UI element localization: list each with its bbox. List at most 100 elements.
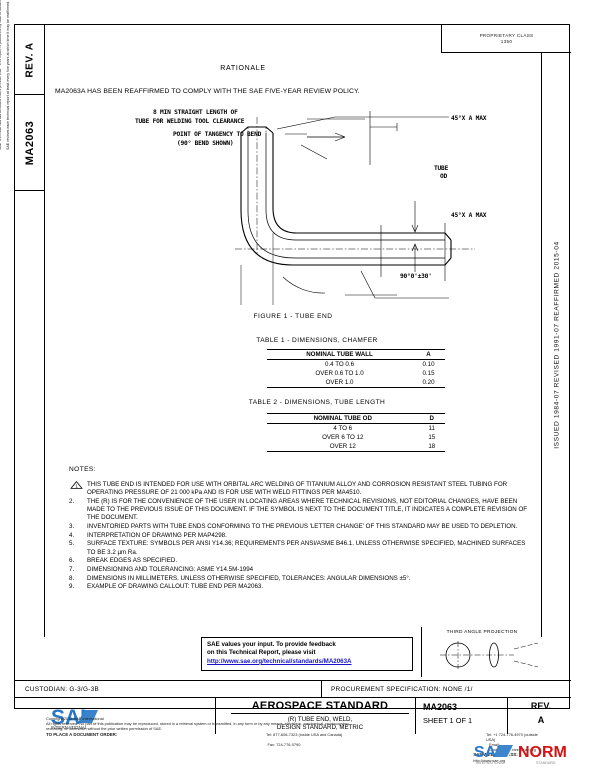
sae-logo: SAE INTERNATIONAL	[43, 704, 173, 730]
left-legend-strip: SAE Technical Standards Board Rules prov…	[0, 0, 14, 776]
table2-header-row: NOMINAL TUBE OD D	[267, 413, 445, 424]
custodian-divider	[321, 681, 322, 697]
footer-email: Email: CustomerService@sae.org	[489, 742, 536, 753]
note-text-1: THIS TUBE END IS INTENDED FOR USE WITH O…	[87, 481, 508, 497]
note-marker-3: 3.	[69, 523, 75, 531]
figure-caption: FIGURE 1 - TUBE END	[253, 313, 333, 320]
footer-tel-2: Tel: +1 724-776-4970 (outside USA)	[486, 731, 538, 742]
figure-annotation-7: OD	[440, 173, 448, 180]
title-subtitle-line-2: DESIGN STANDARD, METRIC	[276, 724, 364, 731]
revision-box-value: A	[24, 41, 36, 50]
sae-logo-icon: SAE INTERNATIONAL	[51, 706, 99, 730]
svg-text:NORM: NORM	[518, 744, 567, 761]
figure-annotation-2: TUBE FOR WELDING TOOL CLEARANCE	[135, 117, 245, 125]
sae-norm-icon: SAE NORM INTERNATIONAL STANDARD	[474, 744, 567, 765]
table2-r0c0: 4 TO 6	[333, 425, 353, 432]
footer-fax: Fax: 724-776-0790	[267, 742, 301, 748]
table1-r2c0: OVER 1.0	[267, 378, 413, 388]
footer-rights: All rights reserved. No part of this pub…	[46, 721, 350, 727]
issue-date-strip: ISSUED 1984-07 REVISED 1991-07 REAFFIRME…	[541, 53, 571, 637]
footer-copyright: Copyright 2015 SAE International	[46, 716, 104, 721]
note-text-8: DIMENSIONS IN MILLIMETERS. UNLESS OTHERW…	[87, 574, 411, 582]
note-text-9: EXAMPLE OF DRAWING CALLOUT: TUBE END PER…	[87, 583, 264, 591]
sae-norm-watermark: SAE NORM INTERNATIONAL STANDARD	[474, 740, 594, 768]
table1-r0c1: 0.10	[422, 361, 435, 368]
list-item: 9. EXAMPLE OF DRAWING CALLOUT: TUBE END …	[69, 583, 531, 591]
title-block-divider-1	[215, 698, 216, 734]
svg-text:INTERNATIONAL: INTERNATIONAL	[476, 761, 505, 765]
table-row: 4 TO 6 11	[267, 424, 445, 434]
tube-end-drawing	[235, 111, 475, 305]
note-text-7: DIMENSIONING AND TOLERANCING: ASME Y14.5…	[87, 566, 254, 574]
title-block-divider-2	[415, 698, 416, 734]
table1-title: TABLE 1 - DIMENSIONS, CHAMFER	[256, 337, 378, 344]
table1-r0c0: 0.4 TO 0.6	[325, 361, 355, 368]
figure-annotation-9: 90°0'±30'	[400, 273, 432, 280]
figure-annotation-6: TUBE	[434, 165, 449, 172]
table-row: OVER 6 TO 12 15	[267, 433, 445, 442]
footer: Copyright 2015 SAE International All rig…	[46, 716, 546, 763]
table2-title: TABLE 2 - DIMENSIONS, TUBE LENGTH	[248, 399, 386, 406]
table1-r1c1: 0.15	[422, 370, 435, 377]
figure-annotation-5: 45°X A MAX	[451, 115, 487, 122]
figure-annotation-3: POINT OF TANGENCY TO BEND	[173, 131, 262, 138]
svg-text:STANDARD: STANDARD	[536, 761, 556, 765]
procurement-spec-label: PROCUREMENT SPECIFICATION: NONE /1/	[331, 685, 473, 693]
note-text-4: INTERPRETATION OF DRAWING PER MAP4298.	[87, 531, 227, 539]
title-subtitle: (R) TUBE END, WELD, DESIGN STANDARD, MET…	[225, 716, 415, 732]
triangle-icon: 1	[70, 480, 83, 489]
table2-r1c1: 15	[428, 434, 436, 441]
third-angle-projection-symbol	[440, 641, 539, 669]
footer-rights-2: recording, or otherwise, without the pri…	[46, 726, 163, 732]
figure-annotation-4: (90° BEND SHOWN)	[177, 139, 234, 147]
table-row: OVER 0.6 TO 1.0 0.15	[267, 369, 445, 378]
table1-header-row: NOMINAL TUBE WALL A	[267, 349, 445, 360]
note-marker-7: 7.	[69, 566, 75, 574]
list-item: 1 THIS TUBE END IS INTENDED FOR USE WITH…	[69, 480, 531, 497]
note-text-2: THE (R) IS FOR THE CONVENIENCE OF THE US…	[87, 497, 528, 522]
title-block-rev-label: REV.	[530, 701, 552, 711]
feedback-link[interactable]: http://www.sae.org/technical/standards/M…	[207, 657, 352, 665]
third-angle-projection-title: THIRD ANGLE PROJECTION	[446, 630, 518, 635]
table2-r2c0: OVER 12	[267, 442, 419, 452]
title-block-divider-3	[507, 698, 508, 734]
title-block-sheet: SHEET 1 OF 1	[423, 716, 473, 725]
table1-dimensions-chamfer: NOMINAL TUBE WALL A 0.4 TO 0.6 0.10 OVER…	[267, 349, 445, 388]
svg-text:INTERNATIONAL: INTERNATIONAL	[51, 725, 88, 730]
notes-heading: NOTES:	[69, 466, 96, 473]
title-block-doc-number: MA2063	[423, 702, 458, 712]
figure-annotation-8: 45°X A MAX	[451, 212, 487, 219]
custodian-row: CUSTODIAN: G-3/G-3B PROCUREMENT SPECIFIC…	[15, 680, 571, 698]
table2-r2c1: 18	[418, 442, 445, 452]
notes-list: 1 THIS TUBE END IS INTENDED FOR USE WITH…	[69, 480, 531, 592]
proprietary-class-line1: PROPRIETARY CLASS	[479, 32, 534, 38]
note-marker-6: 6.	[69, 557, 75, 565]
page-title: AEROSPACE STANDARD	[251, 700, 389, 712]
note-marker-triangle-1: 1	[70, 480, 85, 492]
note-text-5: SURFACE TEXTURE: SYMBOLS PER ANSI Y14.36…	[87, 540, 526, 556]
title-block: SAE INTERNATIONAL AEROSPACE STANDARD (R)…	[15, 698, 571, 734]
custodian-label: CUSTODIAN: G-3/G-3B	[25, 685, 100, 693]
drawing-frame: REV. A MA2063 PROPRIETARY CLASS 1350 ISS…	[14, 24, 571, 734]
note-text-6: BREAK EDGES AS SPECIFIED.	[87, 557, 178, 565]
rationale-body: MA2063A HAS BEEN REAFFIRMED TO COMPLY WI…	[55, 88, 360, 95]
note-marker-9: 9.	[69, 583, 75, 591]
footer-contact-row-2: Fax: 724-776-0790 Email: CustomerService…	[46, 742, 546, 752]
note-marker-8: 8.	[69, 574, 75, 582]
figure-annotation-1: 8 MIN STRAIGHT LENGTH OF	[153, 109, 238, 116]
table-row: OVER 1.0 0.20	[267, 378, 445, 388]
figure-tube-end: 8 MIN STRAIGHT LENGTH OF TUBE FOR WELDIN…	[45, 105, 541, 320]
table2-col-0: NOMINAL TUBE OD	[267, 413, 419, 424]
rationale-title: RATIONALE	[220, 65, 266, 72]
note-marker-4: 4.	[69, 531, 75, 539]
table1-col-1: A	[412, 349, 445, 360]
table1-r1c0: OVER 0.6 TO 1.0	[315, 370, 364, 377]
table2-dimensions-tube-length: NOMINAL TUBE OD D 4 TO 6 11 OVER 6 TO 12…	[267, 413, 445, 452]
third-angle-projection-box: THIRD ANGLE PROJECTION	[421, 627, 541, 677]
table-row: OVER 12 18	[267, 442, 445, 452]
issue-date-text: ISSUED 1984-07 REVISED 1991-07 REAFFIRME…	[553, 241, 560, 449]
document-number-box: MA2063	[15, 95, 45, 191]
feedback-box: SAE values your input. To provide feedba…	[201, 637, 413, 671]
table2-r0c1: 11	[428, 425, 435, 432]
